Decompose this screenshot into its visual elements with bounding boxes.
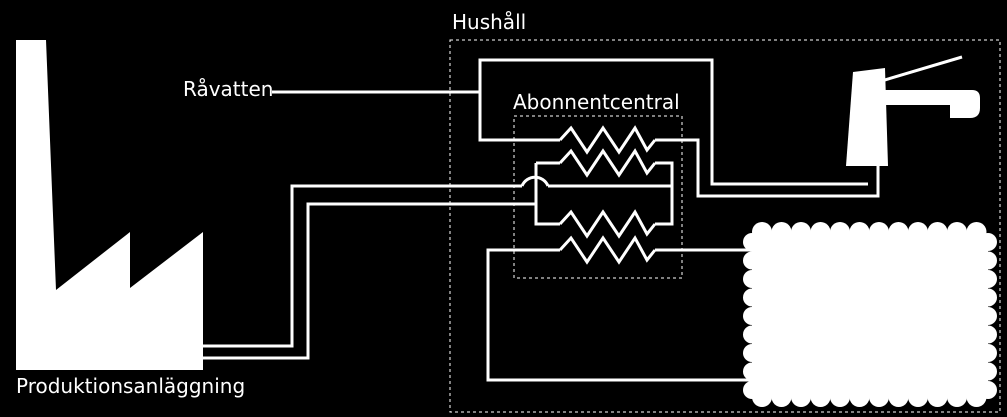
radiator-fin [979,233,997,251]
cold-water-loop [478,58,868,186]
district-supply-pipe [203,184,522,348]
radiator-fin [743,381,761,399]
radiator-fin [979,307,997,325]
radiator-fin [947,222,967,242]
radiator-fin [979,362,997,381]
factory-icon [16,40,203,370]
household-label: Hushåll [452,10,527,34]
radiator-fin [743,251,761,270]
radiator-fin [743,233,761,251]
radiator-fin [771,222,792,242]
radiator-fin [869,387,889,407]
heat-exchanger-upper-mid [558,148,657,178]
radiator-fin [849,387,870,407]
radiator-fin [743,344,761,362]
hot-water-out [655,138,880,198]
radiator-fin [791,222,811,242]
radiator-fin [810,222,831,242]
radiator-fin [791,387,811,407]
raw-water-label: Råvatten [183,77,274,101]
radiator-fin [743,288,761,307]
radiator-fin [979,270,997,288]
radiator-fin [979,251,997,270]
radiator-fin [908,222,928,242]
radiator-fin [908,387,928,407]
radiator-fin [927,222,948,242]
faucet-icon [846,55,980,166]
radiator-fin [979,325,997,344]
radiator-fin [830,387,850,407]
radiator-fin [869,222,889,242]
substation-label: Abonnentcentral [513,90,680,114]
heat-exchanger-bottom [558,235,657,265]
radiator-fin [743,362,761,381]
heat-exchanger-lower-mid [558,209,657,239]
pipes [203,58,880,382]
radiator-fin [810,387,831,407]
radiator-fin [743,325,761,344]
radiator-fin [830,222,850,242]
radiator-fin [947,387,967,407]
substation-boundary [513,115,683,279]
radiator-fin [849,222,870,242]
radiator-fin [743,307,761,325]
production-plant-label: Produktionsanläggning [16,374,246,398]
heat-exchanger-icon [558,125,657,265]
radiator-fin [979,288,997,307]
household-boundary [449,39,1001,413]
radiator-icon [743,222,997,407]
heat-exchanger-top [558,125,657,155]
radiator-fin [888,222,909,242]
raw-water-to-exchanger [478,92,560,142]
district-return-pipe [203,202,536,360]
radiator-fin [927,387,948,407]
radiator-fin [771,387,792,407]
radiator-fin [743,270,761,288]
radiator-fin [888,387,909,407]
radiator-fin [979,344,997,362]
radiator-fin [979,381,997,399]
